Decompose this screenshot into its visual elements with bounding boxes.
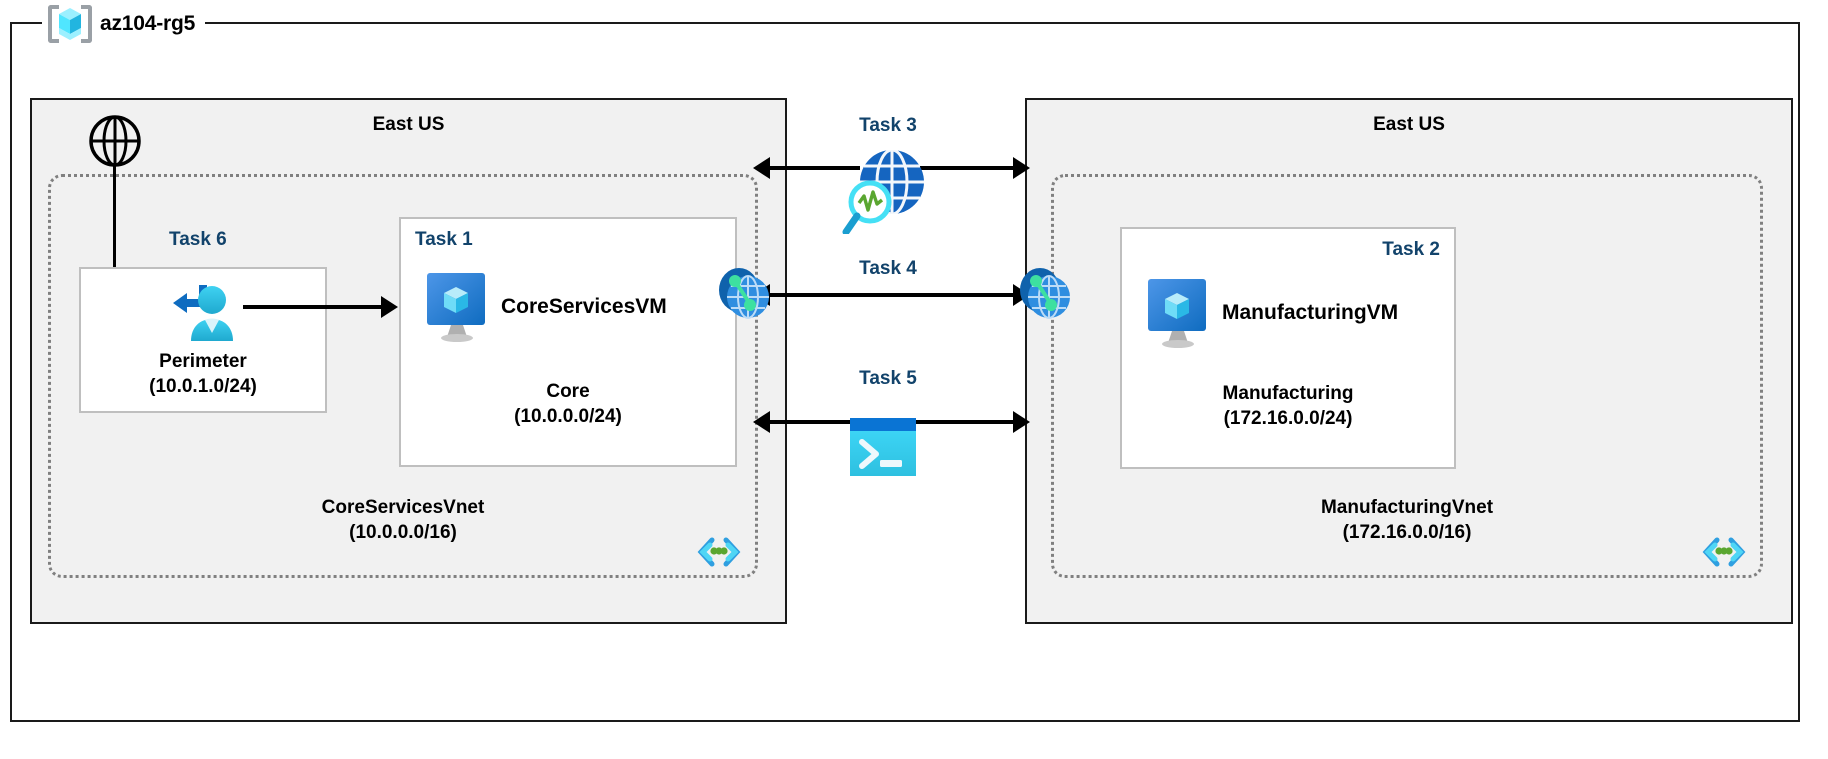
subnet-perimeter-name: Perimeter — [159, 351, 247, 372]
vnet-peering-icon — [1013, 262, 1075, 324]
task3-arrowhead-left — [753, 157, 770, 179]
task3-line-left — [770, 166, 860, 170]
resource-group-name: az104-rg5 — [100, 12, 196, 35]
subnet-manufacturing: Task 2 — [1120, 227, 1456, 469]
virtual-machine-icon — [423, 271, 491, 343]
subnet-core-caption: Core (10.0.0.0/24) — [401, 379, 735, 429]
region-title-left: East US — [372, 114, 445, 135]
vnet-manufacturingvnet-caption: ManufacturingVnet (172.16.0.0/16) — [1054, 495, 1760, 545]
vm-row-coreservicesvm: CoreServicesVM — [423, 271, 667, 343]
task-label-4: Task 4 — [859, 258, 917, 279]
subnet-perimeter: Perimeter (10.0.1.0/24) — [79, 267, 327, 413]
task-label-1: Task 1 — [415, 229, 473, 250]
vm-name-manufacturingvm: ManufacturingVM — [1222, 301, 1399, 324]
perimeter-to-core-line — [243, 305, 383, 309]
globe-internet-icon — [88, 114, 142, 168]
vnet-manufacturingvnet-cidr: (172.16.0.0/16) — [1342, 521, 1472, 543]
task5-line-left — [770, 420, 858, 424]
vnet-coreservicesvnet-name: CoreServicesVnet — [321, 496, 485, 518]
resource-group-cube-icon — [48, 2, 92, 46]
vm-row-manufacturingvm: ManufacturingVM — [1144, 277, 1398, 349]
task-label-6: Task 6 — [169, 229, 227, 250]
network-watcher-globe-icon — [838, 142, 930, 236]
resource-group-frame: az104-rg5 East US Task 6 — [10, 1, 1800, 722]
task-label-2: Task 2 — [1382, 239, 1440, 260]
cloud-shell-terminal-icon — [850, 418, 916, 476]
subnet-perimeter-cidr: (10.0.1.0/24) — [149, 376, 257, 398]
subnet-brackets-icon — [697, 535, 741, 569]
vnet-manufacturingvnet-name: ManufacturingVnet — [1320, 496, 1494, 518]
vnet-coreservicesvnet: Task 6 — [48, 174, 758, 578]
task3-line-right — [918, 166, 1022, 170]
subnet-manufacturing-cidr: (172.16.0.0/24) — [1223, 408, 1353, 430]
task4-line — [770, 293, 1022, 297]
perimeter-to-core-arrowhead — [381, 296, 398, 318]
subnet-manufacturing-name: Manufacturing — [1222, 383, 1354, 404]
cube-glyph — [59, 8, 81, 40]
vnet-coreservicesvnet-cidr: (10.0.0.0/16) — [349, 521, 457, 543]
task3-arrowhead-right — [1013, 157, 1030, 179]
task-label-5: Task 5 — [859, 368, 917, 389]
task-label-3: Task 3 — [859, 115, 917, 136]
task5-arrowhead-left — [753, 411, 770, 433]
virtual-machine-icon — [1144, 277, 1212, 349]
task5-arrowhead-right — [1013, 411, 1030, 433]
resource-group-header: az104-rg5 — [42, 1, 206, 47]
region-east-us-left: East US Task 6 — [30, 98, 787, 624]
internet-to-perimeter-line — [113, 166, 116, 330]
subnet-perimeter-caption: Perimeter (10.0.1.0/24) — [81, 349, 325, 399]
vnet-manufacturingvnet: Task 2 — [1051, 174, 1763, 578]
subnet-manufacturing-caption: Manufacturing (172.16.0.0/24) — [1122, 381, 1454, 431]
vnet-coreservicesvnet-caption: CoreServicesVnet (10.0.0.0/16) — [51, 495, 755, 545]
subnet-brackets-icon — [1702, 535, 1746, 569]
user-inbound-icon — [165, 281, 239, 343]
subnet-core-cidr: (10.0.0.0/24) — [514, 406, 622, 428]
region-title-right: East US — [1373, 114, 1445, 135]
vm-name-coreservicesvm: CoreServicesVM — [501, 295, 667, 318]
task5-line-right — [916, 420, 1022, 424]
vnet-peering-icon — [712, 262, 774, 324]
region-east-us-right: East US Task 2 — [1025, 98, 1793, 624]
subnet-core-name: Core — [546, 381, 590, 402]
subnet-core: Task 1 — [399, 217, 737, 467]
